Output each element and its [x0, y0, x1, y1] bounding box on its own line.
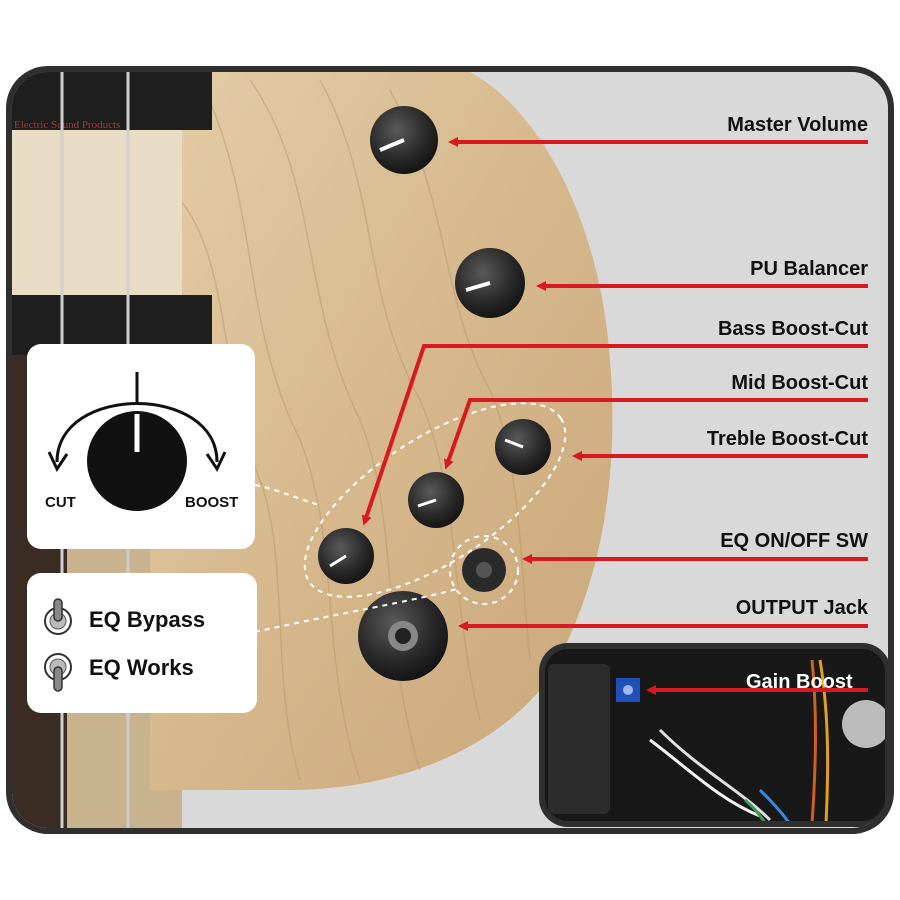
toggle-down-icon [44, 653, 72, 692]
eq-bypass-label: EQ Bypass [89, 607, 206, 632]
pickup-strip [12, 130, 182, 295]
eq-switch[interactable] [462, 548, 506, 592]
switch-legend-panel: EQ Bypass EQ Works [27, 573, 257, 713]
wire [758, 788, 792, 824]
label-treble-boost-cut: Treble Boost-Cut [706, 428, 868, 450]
switch-panel-connector [254, 587, 461, 633]
cut-label: CUT [45, 494, 76, 511]
arc-arrow-left [47, 451, 69, 473]
label-bass-boost-cut: Bass Boost-Cut [717, 318, 868, 340]
label-master-volume: Master Volume [727, 114, 868, 136]
eq-knob-group-outline [303, 402, 567, 598]
arc-arrow-right [205, 451, 227, 473]
gain-trimmer-screw [623, 685, 633, 695]
boost-label: BOOST [185, 494, 239, 511]
toggle-up-icon [44, 598, 72, 635]
battery-box [548, 664, 610, 814]
pot [842, 700, 888, 748]
output-jack[interactable] [358, 591, 448, 681]
wire [810, 659, 817, 824]
wire [658, 728, 772, 822]
knob-legend-panel: CUT BOOST [27, 344, 255, 549]
label-mid-boost-cut: Mid Boost-Cut [731, 372, 868, 394]
switch-outline [449, 535, 519, 605]
label-output-jack: OUTPUT Jack [735, 597, 868, 619]
knob-legend-graphic [47, 372, 227, 511]
pickup-top [12, 72, 212, 130]
arrow-bass [361, 344, 868, 526]
treble-knob[interactable] [495, 419, 551, 475]
label-eq-switch: EQ ON/OFF SW [720, 530, 868, 552]
pickup-brand-text: Electric Sound Products [14, 119, 120, 131]
wire [649, 738, 761, 818]
mid-knob[interactable] [408, 472, 464, 528]
knob-symbol [87, 411, 187, 511]
wood-grain [179, 79, 531, 781]
pu-balancer-knob[interactable] [455, 248, 525, 318]
inset-border [539, 643, 888, 827]
label-pu-balancer: PU Balancer [750, 258, 868, 280]
master-volume-knob[interactable] [370, 106, 438, 174]
arrow-mid [443, 398, 868, 470]
bass-knob[interactable] [318, 528, 374, 584]
wire [818, 659, 830, 824]
knob-panel-connector [254, 484, 321, 506]
label-gain-boost: Gain Boost [746, 671, 853, 693]
eq-works-label: EQ Works [89, 655, 194, 680]
cavity-inset [542, 646, 888, 824]
